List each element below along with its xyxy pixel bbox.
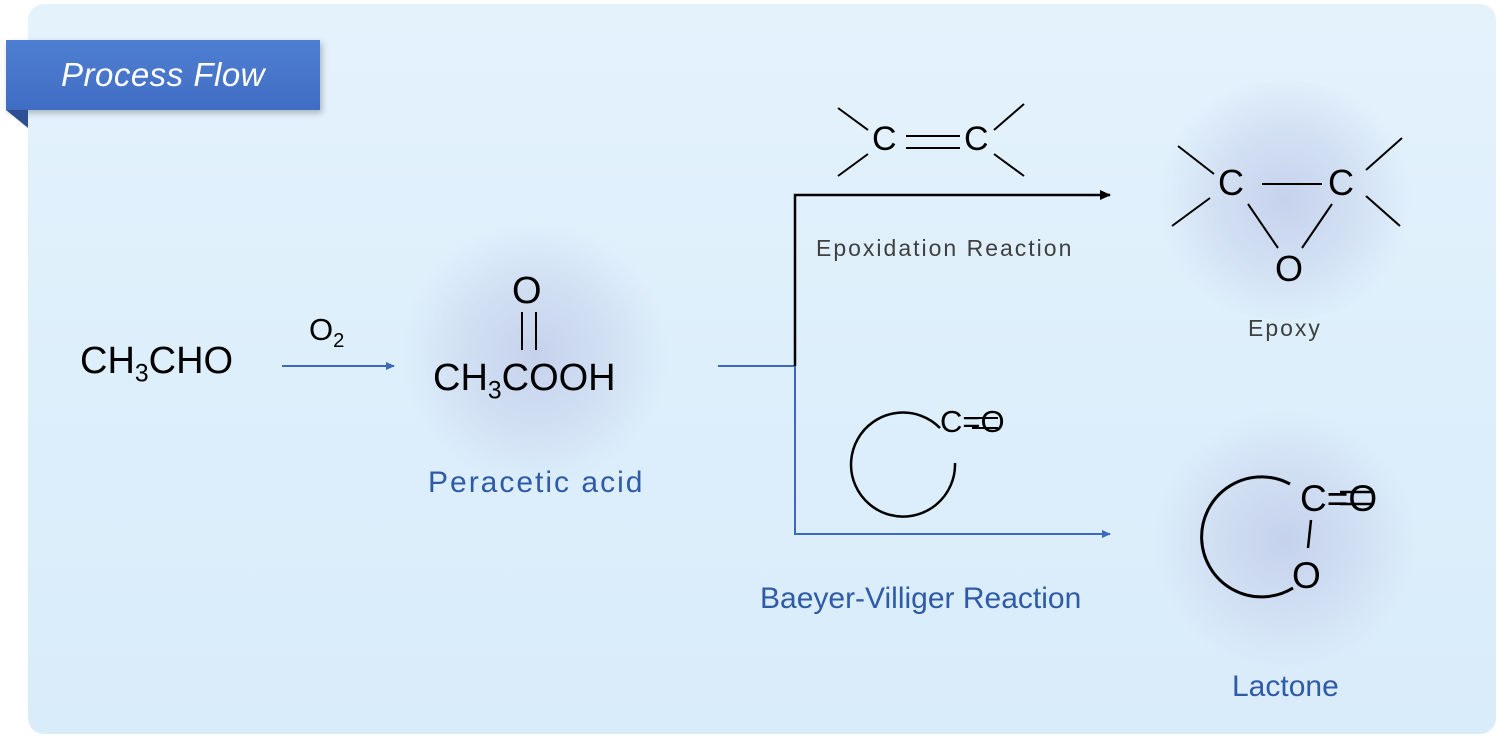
lactone-name: Lactone — [1232, 670, 1339, 703]
lactone-carbonyl: C=O — [1300, 478, 1378, 519]
lactone-glow — [1150, 410, 1420, 670]
reactant-formula: CH3CHO — [80, 340, 233, 389]
lactone-bonds — [1306, 490, 1372, 549]
peracetic-formula-tail: COOH — [501, 357, 616, 399]
lactone-ring — [1200, 475, 1294, 599]
ketone-double-bond — [972, 417, 998, 429]
alkene-c1: C — [872, 120, 897, 158]
header-ribbon: Process Flow — [6, 40, 320, 110]
epoxy-name: Epoxy — [1248, 315, 1322, 341]
reagent-label-main: O — [309, 312, 334, 347]
peracetic-formula-sub: 3 — [487, 377, 502, 405]
epoxy-glow — [1150, 80, 1420, 320]
reagent-label-sub: 2 — [333, 330, 345, 353]
peracetic-glow — [400, 220, 670, 490]
ribbon-fold — [6, 110, 28, 128]
alkene-bonds — [837, 103, 1025, 177]
reactant-formula-tail: CHO — [148, 340, 234, 382]
reactant-formula-main: CH — [80, 340, 135, 382]
epoxidation-label: Epoxidation Reaction — [816, 235, 1074, 261]
peracetic-formula-main: CH — [433, 357, 488, 399]
epoxidation-arrow — [793, 190, 1111, 366]
epoxy-c1: C — [1218, 162, 1244, 203]
epoxy-bonds — [1171, 137, 1403, 249]
alkene-c2: C — [964, 120, 989, 158]
epoxy-c2: C — [1328, 162, 1354, 203]
lactone-ring-o: O — [1292, 555, 1321, 596]
peracetic-name: Peracetic acid — [428, 466, 645, 499]
ketone-ring — [849, 411, 957, 518]
reactant-formula-sub: 3 — [134, 360, 149, 388]
epoxy-o: O — [1275, 248, 1304, 289]
header-title: Process Flow — [60, 56, 266, 93]
baeyer-villiger-arrow — [794, 366, 1111, 538]
baeyer-villiger-label: Baeyer-Villiger Reaction — [760, 582, 1082, 615]
peracetic-formula: CH3COOH — [433, 357, 616, 406]
reagent-label: O2 — [309, 312, 344, 353]
ketone-group: C=O — [940, 404, 1005, 439]
peracetic-carbonyl-o: O — [512, 270, 542, 312]
